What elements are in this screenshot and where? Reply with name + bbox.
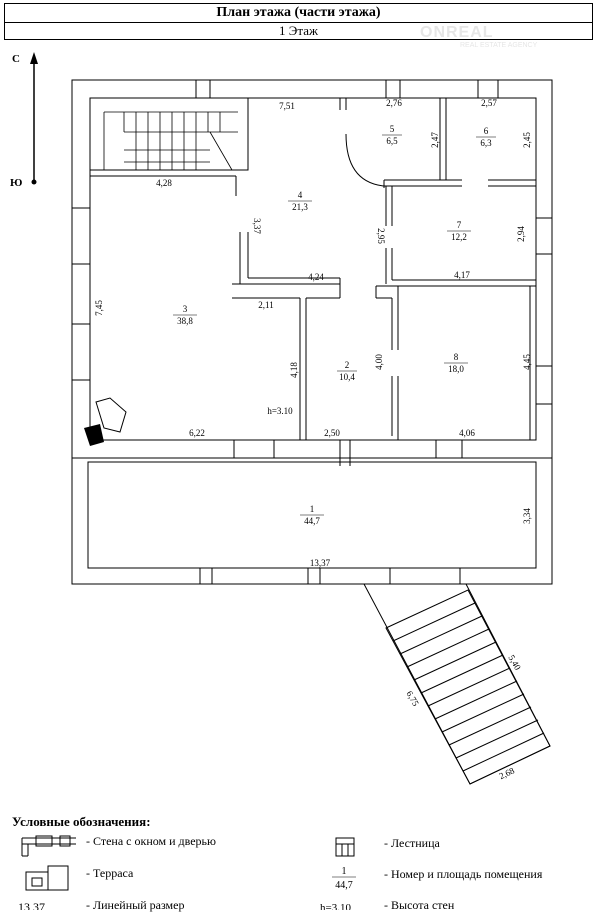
svg-text:5: 5	[390, 124, 395, 134]
svg-text:1: 1	[342, 866, 347, 877]
legend-terrace-label: - Терраса	[86, 866, 134, 880]
dimension-label: 4,24	[308, 272, 324, 282]
svg-text:3: 3	[183, 304, 188, 314]
room-label-7: 7 12,2	[447, 220, 471, 242]
room-label-3: 3 38,8	[173, 304, 197, 326]
dimension-label: 2,76	[386, 98, 402, 108]
room-label-6: 6 6,3	[476, 126, 496, 148]
dimension-label: 2,57	[481, 98, 497, 108]
compass-arrow	[30, 52, 38, 185]
legend-room-sample: 1 44,7	[332, 866, 356, 891]
dimension-label: 2,95	[376, 228, 386, 244]
dimension-label: 3,34	[522, 508, 532, 524]
dimension-label: 5,40	[506, 653, 523, 672]
svg-text:6,3: 6,3	[480, 138, 492, 148]
dimension-label: 2,68	[497, 765, 516, 781]
dimension-label: 2,50	[324, 428, 340, 438]
staircase-symbol-icon	[335, 837, 355, 857]
room-label-1: 1 44,7	[300, 504, 324, 526]
watermark-subtext: REAL ESTATE AGENCY	[460, 42, 538, 49]
svg-text:2: 2	[345, 360, 350, 370]
compass-north: С	[12, 53, 20, 65]
legend-height-label: - Высота стен	[384, 898, 455, 912]
plan-title: План этажа (части этажа)	[4, 3, 593, 23]
dimension-label: 6,22	[189, 428, 205, 438]
dimension-label: 4,06	[459, 428, 475, 438]
fireplace-icon	[84, 424, 104, 446]
room-label-4: 4 21,3	[288, 190, 312, 212]
svg-text:8: 8	[454, 352, 459, 362]
room-label-2: 2 10,4	[337, 360, 357, 382]
room-label-8: 8 18,0	[444, 352, 468, 374]
svg-text:1: 1	[310, 504, 315, 514]
svg-text:7: 7	[457, 220, 462, 230]
compass-south: Ю	[10, 177, 22, 189]
svg-text:6,5: 6,5	[386, 136, 398, 146]
svg-text:4: 4	[298, 190, 303, 200]
svg-text:6: 6	[484, 126, 489, 136]
legend-title: Условные обозначения:	[12, 814, 151, 829]
legend-height-sample: h=3.10	[320, 902, 351, 910]
legend-dimension-label: - Линейный размер	[86, 898, 185, 912]
floor-label: 1 Этаж	[4, 22, 593, 40]
svg-text:12,2: 12,2	[451, 232, 467, 242]
dimension-label: 7,45	[94, 300, 104, 316]
dimension-label: 4,00	[374, 354, 384, 370]
dimension-label: 2,45	[522, 132, 532, 148]
legend-dimension-sample: 13,37	[18, 900, 45, 910]
wall-symbol-icon	[21, 835, 76, 857]
dimension-label: 3,37	[252, 218, 262, 234]
watermark-logo: ONREAL	[420, 24, 494, 41]
wall-height-label: h=3.10	[267, 406, 293, 416]
dimension-label: 2,47	[430, 132, 440, 148]
dimension-label: 4,28	[156, 178, 172, 188]
dimension-label: 2,94	[516, 226, 526, 242]
exterior-staircase	[363, 583, 551, 785]
dimension-label: 4,18	[289, 362, 299, 378]
dimension-label: 6,75	[404, 689, 421, 708]
svg-text:44,7: 44,7	[335, 880, 353, 891]
room-label-5: 5 6,5	[382, 124, 402, 146]
svg-text:38,8: 38,8	[177, 316, 193, 326]
room-labels: 1 44,7 2 10,4 3 38,8 4 21,3 5 6,5 6 6,3	[173, 124, 496, 526]
svg-text:10,4: 10,4	[339, 372, 355, 382]
svg-text:18,0: 18,0	[448, 364, 464, 374]
svg-text:21,3: 21,3	[292, 202, 308, 212]
interior-staircase	[103, 111, 238, 171]
dimension-label: 4,45	[522, 354, 532, 370]
svg-text:44,7: 44,7	[304, 516, 320, 526]
legend-staircase-label: - Лестница	[384, 836, 440, 850]
dimension-label: 4,17	[454, 270, 470, 280]
building-walls	[71, 79, 553, 585]
terrace-symbol-icon	[25, 865, 69, 891]
dimension-label: 13,37	[310, 558, 331, 568]
legend-wall-label: - Стена с окном и дверью	[86, 834, 216, 848]
legend-room-label: - Номер и площадь помещения	[384, 867, 543, 881]
dimension-label: 2,11	[258, 300, 273, 310]
dimension-labels: 7,51 2,76 2,57 2,47 2,45 4,28 3,37 2,95 …	[94, 98, 532, 781]
dimension-label: 7,51	[279, 101, 295, 111]
legend-symbols	[21, 835, 355, 891]
